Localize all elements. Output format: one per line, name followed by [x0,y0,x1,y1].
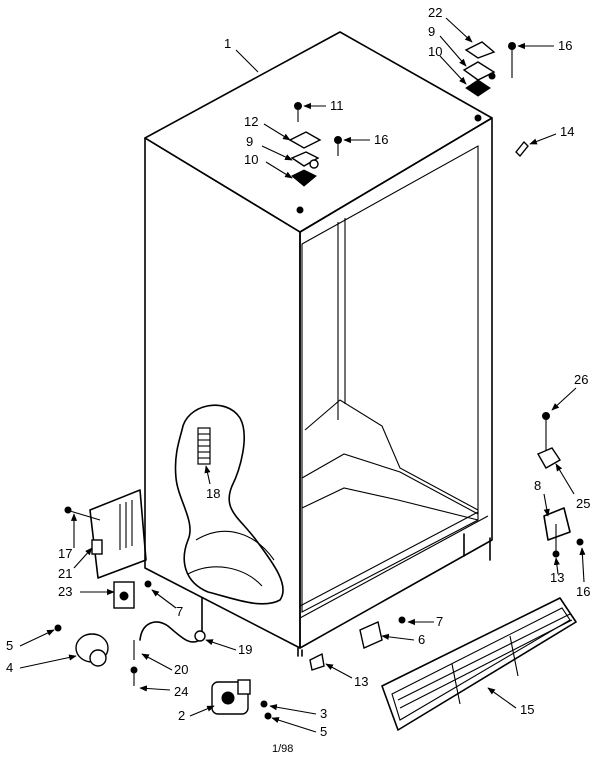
callout-21: 21 [58,566,72,581]
top-hinge-right [462,41,516,122]
leader-lines [19,17,586,733]
top-hinge-center [288,131,322,214]
callout-1: 1 [224,36,231,51]
callout-5: 5 [6,638,13,653]
callout-19: 19 [238,642,252,657]
callout-26: 26 [574,372,588,387]
clips-bottom [309,616,406,671]
callout-22: 22 [428,5,442,20]
callout-8: 8 [534,478,541,493]
callout-10: 10 [244,152,258,167]
callout-2: 2 [178,708,185,723]
callout-11: 11 [330,98,344,113]
drain-tube [130,621,206,686]
callout-13: 13 [550,570,564,585]
callout-10: 10 [428,44,442,59]
callout-4: 4 [6,660,13,675]
callout-6: 6 [418,632,425,647]
leveling-leg [537,412,561,469]
toe-grille [381,597,577,731]
mount-bracket [64,489,147,579]
door-stop [515,140,529,158]
callout-5: 5 [320,724,327,739]
relay-bracket [113,580,152,609]
callout-15: 15 [520,702,534,717]
callout-13: 13 [354,674,368,689]
callout-3: 3 [320,706,327,721]
callout-12: 12 [244,114,258,129]
leveling-bracket-right [543,507,584,558]
side-cutaway [174,404,284,605]
callout-16: 16 [576,584,590,599]
drain-spring [197,427,211,465]
callout-20: 20 [174,662,188,677]
hinge-screws-center [294,102,342,156]
callout-16: 16 [558,38,572,53]
callout-25: 25 [576,496,590,511]
callout-24: 24 [174,684,188,699]
callout-9: 9 [246,134,253,149]
callout-9: 9 [428,24,435,39]
callout-18: 18 [206,486,220,501]
callout-23: 23 [58,584,72,599]
roller-front [211,679,272,720]
callout-7: 7 [176,604,183,619]
callout-labels: 1 22 9 10 16 11 12 16 9 10 14 26 18 25 8… [6,5,590,755]
cabinet [144,31,493,657]
footer-code: 1/98 [272,743,293,755]
callout-7: 7 [436,614,443,629]
callout-16: 16 [374,132,388,147]
callout-17: 17 [58,546,72,561]
roller-left [54,624,109,667]
callout-14: 14 [560,124,574,139]
